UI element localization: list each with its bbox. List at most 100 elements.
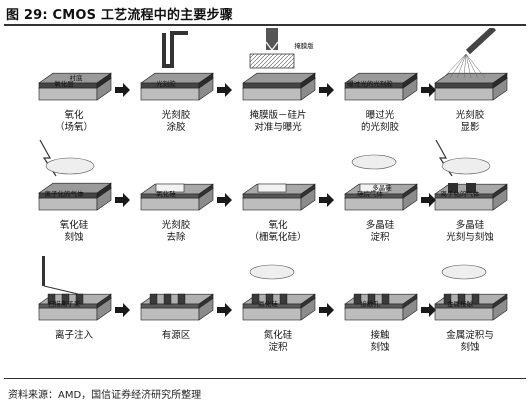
slab-side [198, 72, 214, 89]
slab-front [434, 82, 494, 89]
slab-front [38, 87, 98, 101]
slab-front [242, 87, 302, 101]
slab-side [492, 183, 508, 199]
gate-stripe [177, 293, 186, 305]
slab-front [38, 307, 98, 321]
ion-beam-icon [42, 256, 45, 286]
arrow-right-icon [217, 193, 232, 207]
gate-stripe [75, 293, 84, 305]
step-caption-line2: 的光刻胶 [361, 121, 400, 133]
slab-front [344, 87, 404, 101]
spray-line [449, 53, 467, 79]
step-caption-line1: 有源区 [162, 329, 191, 341]
gate-stripe [367, 293, 376, 305]
step-caption-line2: 刻蚀 [64, 231, 84, 243]
uv-arrow [265, 41, 279, 51]
step-caption-line2: 刻蚀 [460, 341, 480, 353]
step-caption-line1: 多晶硅 [366, 219, 395, 231]
oxide-window [155, 183, 185, 193]
process-label: 曝过光的光刻胶 [347, 79, 393, 88]
slab-side [300, 293, 316, 309]
arrow-right-icon [217, 83, 232, 97]
gate-stripe [163, 293, 172, 305]
arrow-right-icon [421, 193, 436, 207]
process-label: 扫描离子束 [48, 299, 81, 308]
title-rule [4, 24, 526, 26]
gate-stripe [265, 293, 274, 305]
step-caption-line2: 淀积 [268, 341, 288, 353]
arrow-right-icon [421, 303, 436, 317]
arrow-right-icon [421, 83, 436, 97]
slab-side [96, 72, 112, 89]
slab-front [140, 307, 200, 321]
step-caption-line1: 接触 [370, 329, 390, 341]
poly-line [466, 183, 476, 193]
gate-stripe [443, 293, 452, 305]
gate-stripe [457, 293, 466, 305]
gate-stripe [381, 293, 390, 305]
gate-stripe [61, 293, 70, 305]
process-label: 光刻胶 [156, 79, 176, 88]
slab-front [38, 197, 98, 211]
ion-beam-path [43, 285, 79, 295]
process-label: 接触孔 [360, 299, 380, 308]
slab-front [140, 87, 200, 101]
source-rule [4, 378, 526, 379]
slab-front [242, 82, 302, 89]
spray-line [465, 53, 479, 79]
figure-title: 图 29: CMOS 工艺流程中的主要步骤 [6, 8, 233, 23]
step-caption-line2: 去除 [166, 231, 186, 243]
step-caption-line1: 多晶硅 [456, 219, 485, 231]
slab-side [198, 293, 214, 309]
arrow-right-icon [319, 303, 334, 317]
slab-side [96, 182, 112, 199]
process-label: 多晶硅 [372, 183, 392, 192]
step-caption-line1: 氮化硅 [264, 329, 293, 341]
slab-side [198, 183, 214, 199]
slab-side [402, 72, 418, 89]
gate-stripe [251, 293, 260, 305]
arrow-right-icon [115, 193, 130, 207]
slab-front [242, 307, 302, 321]
gate-stripe [471, 293, 480, 305]
process-label: 离子化的气体 [441, 189, 481, 198]
step-caption-line2: 涂胶 [166, 121, 186, 133]
cmos-process-diagram: 氧化层衬底氧化（场氧）光刻胶光刻胶涂胶UV光掩膜版掩膜版－硅片对准与曝光曝过光的… [38, 28, 508, 353]
gate-stripe [353, 293, 362, 305]
arrow-right-icon [319, 83, 334, 97]
gas-cloud-icon [441, 157, 491, 175]
uv-beam [266, 28, 278, 50]
process-label: 衬底 [70, 73, 84, 82]
spray-line [442, 53, 467, 79]
slab-front [434, 197, 494, 211]
spray-line [456, 53, 467, 79]
step-caption-line1: 离子注入 [55, 329, 94, 341]
step-caption-line2: 光刻与刻蚀 [446, 231, 494, 243]
gas-cloud-icon [441, 264, 487, 280]
nozzle-icon [162, 31, 188, 68]
step-caption-line1: 光刻胶 [162, 219, 191, 231]
process-step: 有源区 [140, 293, 214, 341]
arrow-right-icon [115, 83, 130, 97]
step-caption-line2: 刻蚀 [370, 341, 390, 353]
slab-front [140, 303, 200, 309]
source-note: 资料来源：AMD，国信证券经济研究所整理 [8, 390, 202, 401]
slab-front [344, 197, 404, 211]
slab-front [434, 87, 494, 101]
gate-stripe [149, 293, 158, 305]
slab-front [434, 307, 494, 321]
step-caption-line2: 对准与曝光 [254, 121, 302, 133]
step-caption-line1: 光刻胶 [456, 109, 485, 121]
slab-side [96, 293, 112, 309]
slab-side [402, 183, 418, 199]
